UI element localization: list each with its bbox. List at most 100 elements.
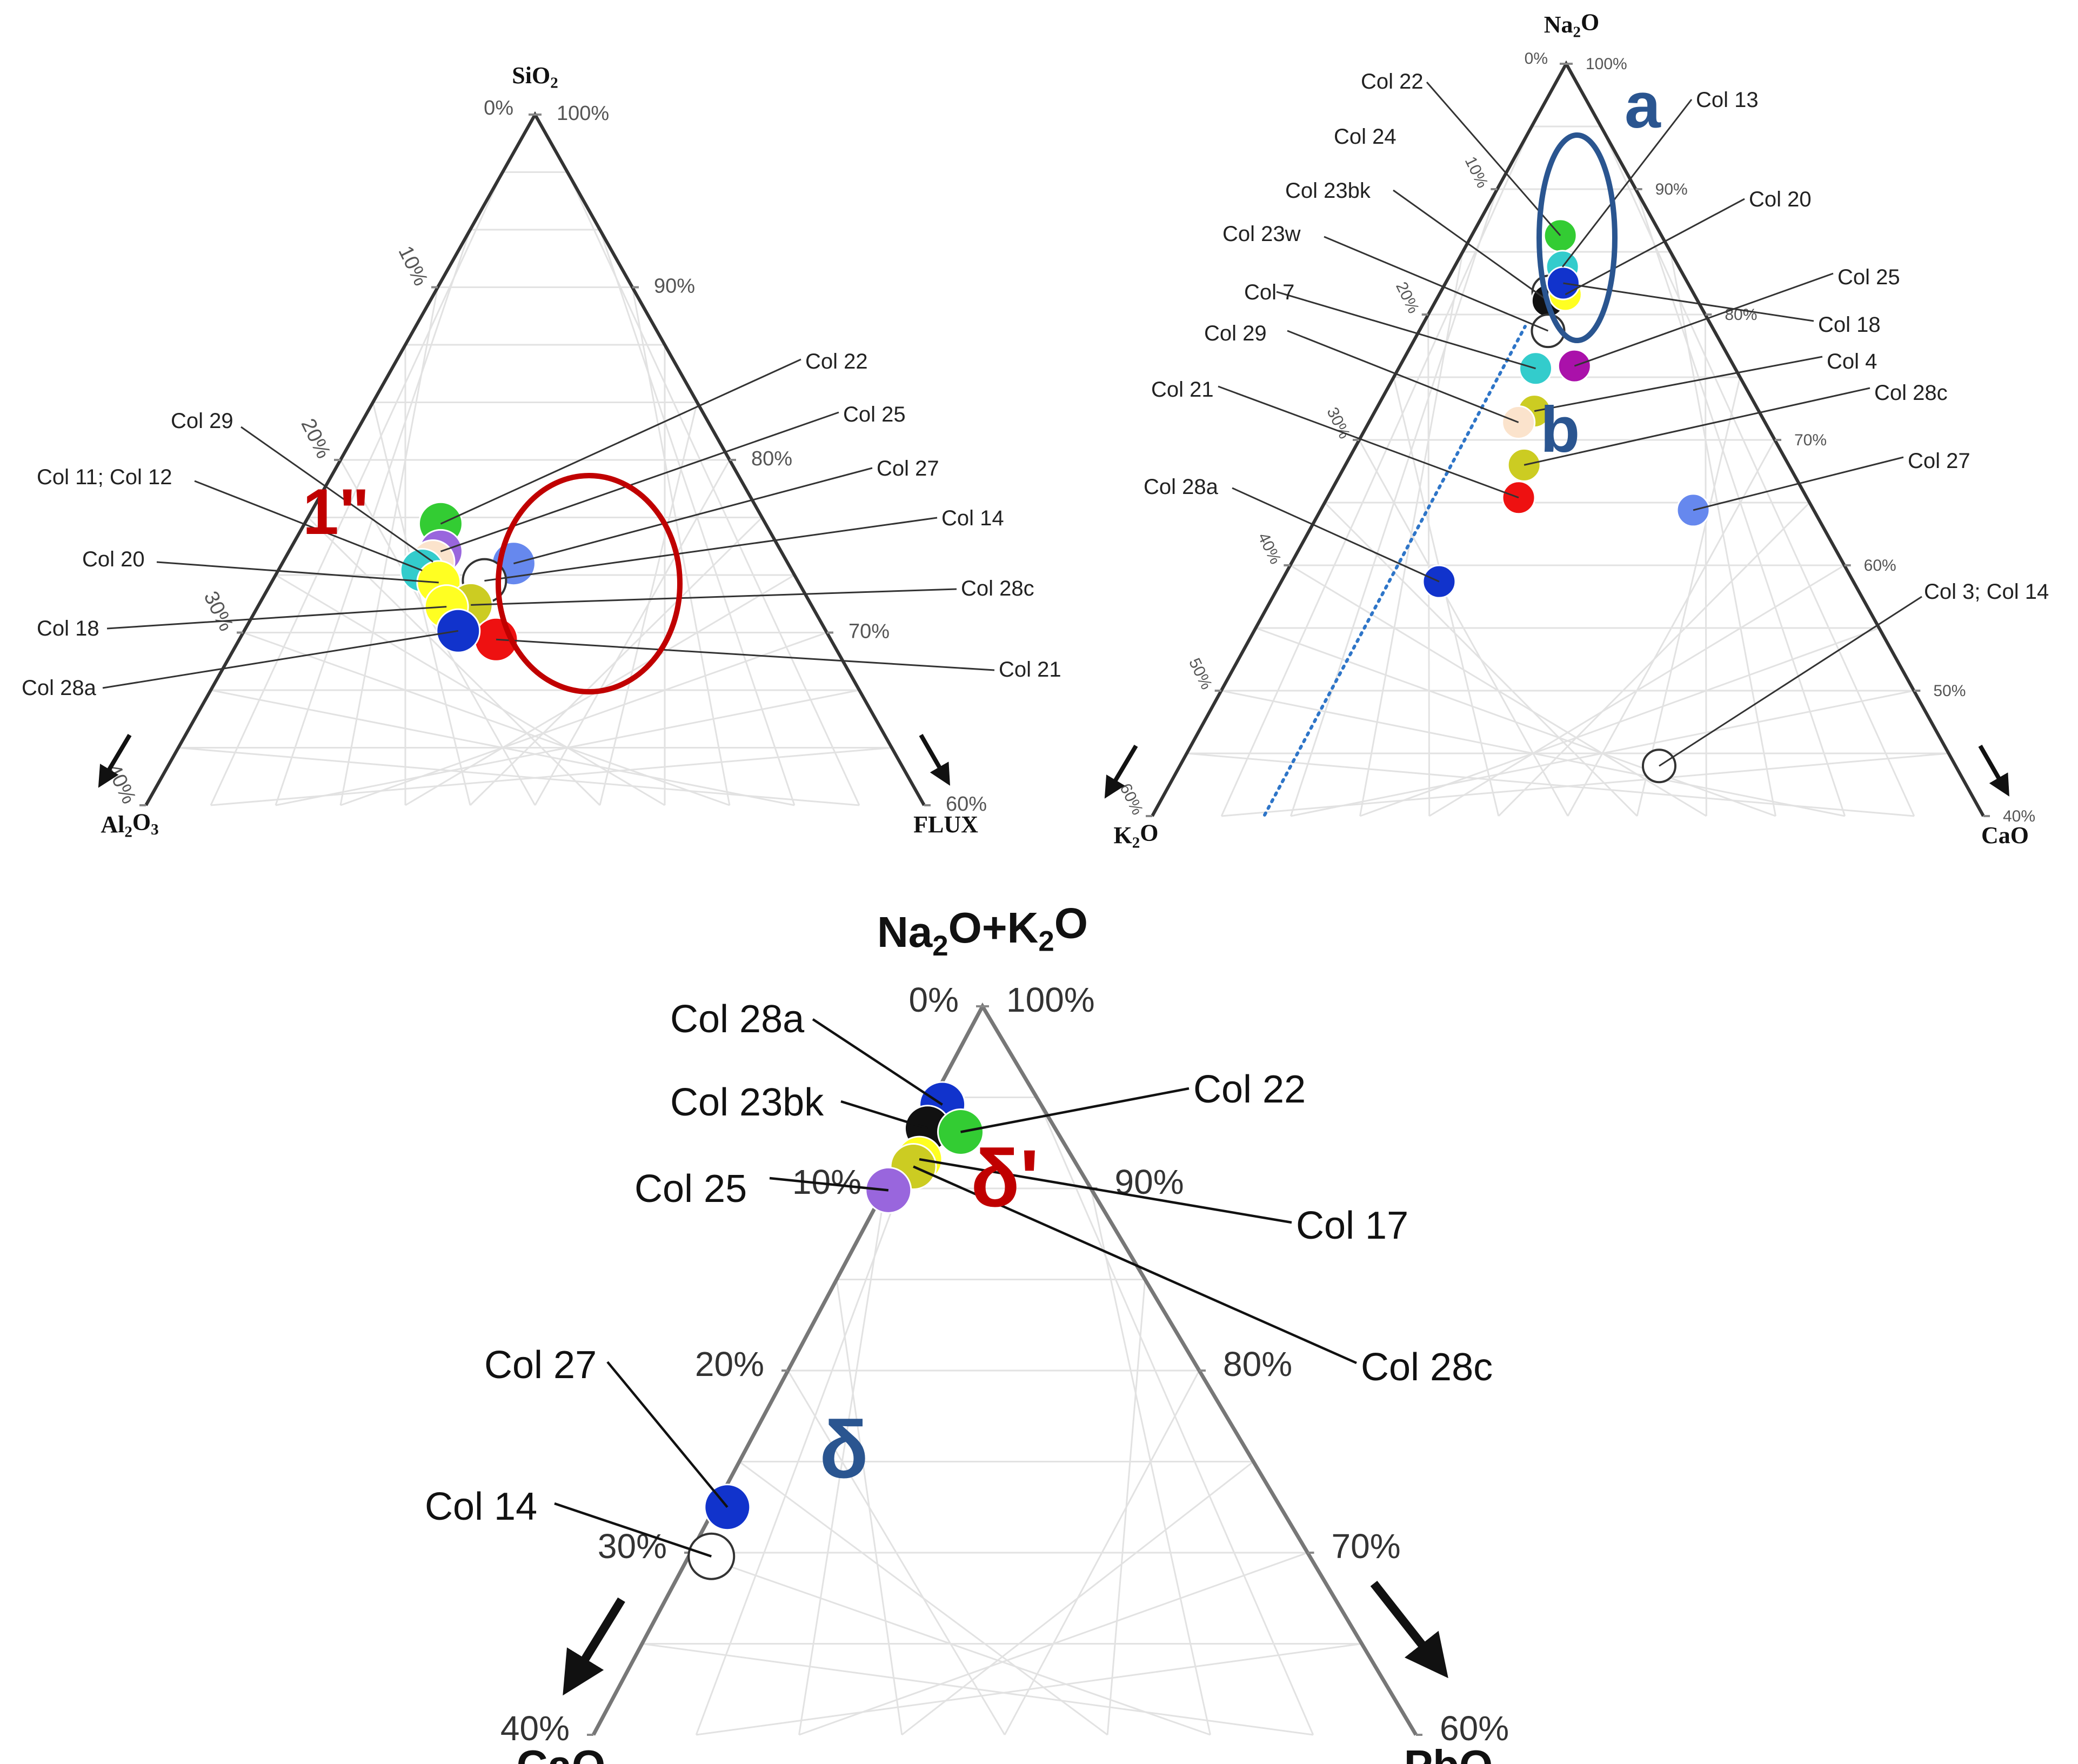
leader-line xyxy=(1534,356,1823,412)
right-tick-label: 90% xyxy=(654,275,695,298)
grid-line xyxy=(1221,752,1949,817)
point-label: Col 23bk xyxy=(1285,179,1371,203)
point-label: Col 4 xyxy=(1827,350,1877,373)
point-label: Col 21 xyxy=(999,658,1061,681)
arrow-left xyxy=(563,1597,625,1696)
right-tick-label: 90% xyxy=(1115,1162,1184,1201)
leader-line xyxy=(1218,385,1519,499)
leader-line xyxy=(960,1087,1190,1133)
leader-line xyxy=(1524,387,1870,466)
leader-line xyxy=(1563,282,1814,322)
left-tick-label: 10% xyxy=(394,243,432,290)
point-label: Col 28a xyxy=(1144,475,1219,499)
leader-line xyxy=(1324,236,1549,332)
apex-top-label: Na2O xyxy=(1544,9,1600,41)
point-label: Col 25 xyxy=(1838,265,1900,289)
leader-line xyxy=(1574,272,1834,367)
right-tick-label: 80% xyxy=(751,447,792,470)
right-tick-label: 70% xyxy=(1332,1527,1401,1566)
left-tick-label: 20% xyxy=(695,1345,764,1384)
leader-line xyxy=(913,1165,1357,1365)
grid-line xyxy=(1255,627,1776,817)
point-label: Col 29 xyxy=(171,409,233,433)
left-tick-label: 0% xyxy=(1525,50,1548,68)
region-label: δ' xyxy=(971,1133,1039,1224)
region-label: δ xyxy=(819,1404,868,1495)
point-label: Col 28a xyxy=(22,676,97,700)
point-label: Col 27 xyxy=(877,457,939,480)
leader-line xyxy=(440,411,839,552)
point-label: Col 14 xyxy=(425,1485,537,1528)
point-label: Col 3; Col 14 xyxy=(1924,580,2049,604)
right-tick-label: 50% xyxy=(1933,682,1966,700)
leader-line xyxy=(769,1177,889,1192)
apex-right-label: FLUX xyxy=(913,811,978,838)
leader-line xyxy=(812,1018,943,1106)
arrow-left xyxy=(98,733,132,788)
left-tick-label: 20% xyxy=(1392,279,1422,316)
point-label: Col 20 xyxy=(1749,188,1812,211)
grid xyxy=(178,171,892,806)
left-tick-label: 60% xyxy=(1116,781,1146,818)
grid-line xyxy=(642,1643,1313,1736)
arrow-right xyxy=(1978,745,2009,797)
grid-line xyxy=(1359,627,1880,817)
ternary-panel-2: 0%10%20%30%40%50%60%100%90%80%70%60%50%4… xyxy=(1104,9,2049,852)
leader-line xyxy=(1659,596,1922,767)
apex-top-label: SiO2 xyxy=(512,62,558,92)
point-label: Col 23bk xyxy=(670,1081,824,1124)
left-tick-label: 20% xyxy=(297,415,335,462)
grid-line xyxy=(696,1643,1362,1736)
leader-line xyxy=(484,517,938,582)
leader-line xyxy=(554,1502,712,1558)
leader-line xyxy=(919,1158,1292,1224)
left-tick-label: 10% xyxy=(1461,154,1492,191)
leader-line xyxy=(240,426,433,563)
tick-labels: 0%10%20%30%40%100%90%80%70%60% xyxy=(102,97,987,816)
leader-line xyxy=(1287,330,1519,423)
grid-line xyxy=(1186,752,1914,817)
point-label: Col 22 xyxy=(805,350,868,373)
apex-left-label: Al2O3 xyxy=(101,809,158,841)
left-tick-label: 40% xyxy=(102,760,141,807)
point-label: Col 23w xyxy=(1222,222,1301,246)
leader-line xyxy=(106,606,447,630)
point-label: Col 25 xyxy=(843,403,906,426)
right-tick-label: 100% xyxy=(557,102,609,125)
right-tick-label: 60% xyxy=(1440,1709,1509,1748)
point-label: Col 20 xyxy=(82,547,145,571)
right-tick-label: 100% xyxy=(1586,55,1627,73)
right-tick-label: 70% xyxy=(848,620,890,643)
leader-line xyxy=(102,630,459,689)
point-label: Col 11; Col 12 xyxy=(37,465,172,489)
left-tick-label: 40% xyxy=(1254,530,1285,567)
leader-line xyxy=(156,561,439,584)
point-label: Col 28c xyxy=(1874,381,1948,405)
leader-line xyxy=(1276,291,1536,370)
leader-line xyxy=(440,358,801,525)
right-tick-label: 90% xyxy=(1655,181,1688,198)
point-labels: Col 22 Col 25 Col 29 Col 11; Col 12 Col 27 Co… xyxy=(22,350,1061,700)
point-label: Col 25 xyxy=(634,1167,747,1211)
leader-line xyxy=(496,638,995,671)
right-tick-label: 70% xyxy=(1794,431,1827,449)
point-label: Col 27 xyxy=(1908,449,1970,473)
ternary-panel-3: 0%10%20%30%40%100%90%80%70%60%Na2O+K2OCa… xyxy=(425,899,1509,1764)
arrow-right xyxy=(919,734,950,786)
point-label: Col 22 xyxy=(1193,1068,1306,1111)
leader-line xyxy=(1565,198,1745,296)
point-label: Col 18 xyxy=(37,617,99,640)
left-tick-label: 30% xyxy=(199,588,238,635)
point-label: Col 27 xyxy=(484,1344,597,1387)
grid-line xyxy=(210,747,892,806)
data-points xyxy=(1422,218,1710,784)
grid-line xyxy=(340,632,827,806)
apex-top-label: Na2O+K2O xyxy=(877,899,1088,962)
point-label: Col 28c xyxy=(961,577,1034,600)
point-label: Col 28a xyxy=(670,998,805,1041)
right-tick-label: 60% xyxy=(946,793,987,816)
apex-right-label: CaO xyxy=(1981,822,2029,848)
cluster-ellipse xyxy=(1536,132,1618,343)
leader-line xyxy=(1561,99,1693,268)
